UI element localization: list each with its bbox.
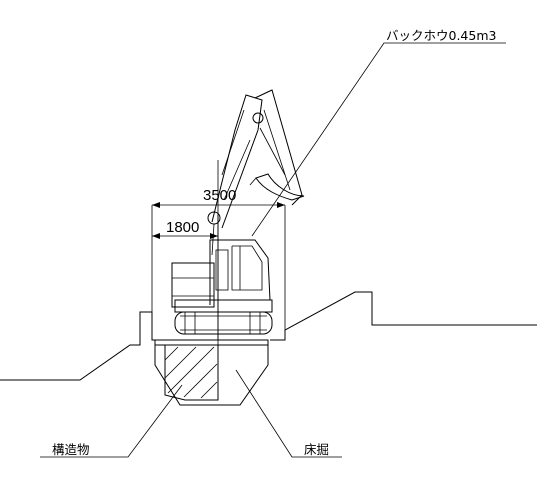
leader-excavation	[235, 369, 342, 458]
leader-excavator	[251, 42, 506, 237]
excavator-illustration	[171, 89, 305, 335]
structure-block	[164, 345, 219, 401]
ground-profile	[0, 291, 537, 381]
leader-structure	[40, 384, 183, 458]
label-excavation: 床掘	[304, 442, 329, 457]
label-structure: 構造物	[52, 442, 90, 457]
label-excavator: バックホウ0.45m3	[386, 28, 496, 43]
dimension-inner: 1800	[166, 219, 199, 236]
excavation-pit	[154, 339, 269, 406]
